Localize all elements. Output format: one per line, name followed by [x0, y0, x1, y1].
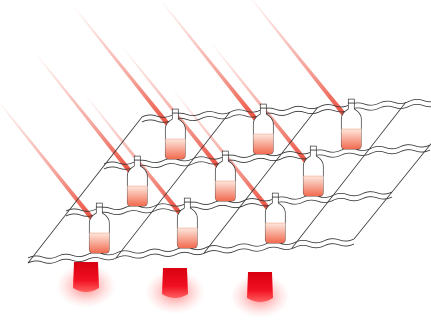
vial-liquid — [253, 134, 274, 155]
wavy-sheet-layer — [27, 99, 431, 264]
vial — [302, 145, 324, 197]
vial — [214, 150, 236, 202]
vial — [264, 192, 286, 244]
vial — [252, 103, 274, 155]
vial-liquid — [177, 228, 198, 249]
vial-liquid — [303, 176, 324, 197]
sheet-edge-col — [27, 116, 143, 264]
sheet-edge-row-lower — [103, 149, 431, 170]
sheet-edge-row-lower — [27, 243, 355, 264]
laser-beam — [0, 102, 108, 237]
vial-liquid — [341, 129, 362, 150]
vial-liquid — [127, 186, 148, 207]
laser-beam — [33, 51, 146, 190]
sheet-edge-row — [141, 99, 431, 118]
vial-cap — [259, 103, 267, 109]
laser-beam — [71, 4, 184, 143]
vial — [176, 197, 198, 249]
vial-liquid — [89, 233, 110, 254]
under-glow-core — [162, 268, 188, 298]
vial-cap — [347, 98, 355, 104]
vial — [164, 108, 186, 160]
vial-liquid — [165, 139, 186, 160]
sheet-edge-right — [353, 143, 431, 240]
sheet-edge-row — [103, 144, 431, 165]
sheet-edge-row-lower — [141, 104, 431, 123]
vial — [88, 202, 110, 254]
vial — [340, 98, 362, 150]
vial-cap — [183, 197, 191, 203]
vial-cap — [309, 145, 317, 151]
vial-liquid — [215, 181, 236, 202]
under-glow-core — [73, 262, 99, 292]
sheet-edge-col — [203, 106, 319, 254]
vial — [126, 155, 148, 207]
sheet-edge-row — [27, 238, 355, 259]
sheet-edge-col — [115, 111, 231, 259]
under-glow-layer — [56, 262, 290, 318]
vial-cap — [133, 155, 141, 161]
sheet-edge-col — [291, 101, 407, 249]
vial-cap — [221, 150, 229, 156]
vial-layer — [88, 98, 362, 254]
laser-beam — [251, 0, 360, 133]
sheet-edge-row-lower — [65, 196, 393, 217]
vial-cap — [95, 202, 103, 208]
sheet-edge-row — [65, 191, 393, 212]
vial-cap — [271, 192, 279, 198]
laser-beam — [159, 0, 272, 138]
under-glow-core — [247, 272, 273, 302]
vial-liquid — [265, 223, 286, 244]
vial-cap — [171, 108, 179, 114]
